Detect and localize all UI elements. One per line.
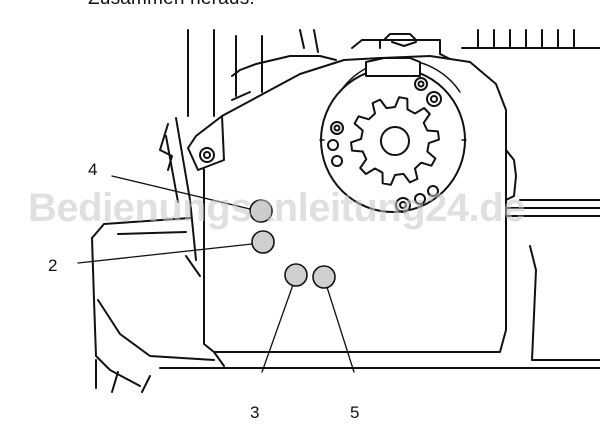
leader-line-3: [261, 281, 295, 373]
upper-guard: [231, 29, 337, 101]
top-housing: [351, 29, 600, 61]
knob-4: [249, 199, 273, 223]
knob-5: [312, 265, 336, 289]
knob-3: [284, 263, 308, 287]
callout-label-3: 3: [250, 403, 260, 422]
leader-line-5: [325, 283, 355, 373]
knob-2: [251, 230, 275, 254]
knobs: [249, 199, 336, 289]
sprocket-assembly: [319, 57, 467, 213]
callout-label-2: 2: [48, 256, 58, 275]
leader-line-2: [77, 243, 253, 264]
callout-label-4: 4: [88, 160, 98, 179]
right-housing: [505, 149, 600, 361]
leader-line-4: [111, 175, 251, 210]
leader-lines: [77, 175, 355, 373]
watermark: Bedienungsanleitung24.de: [28, 186, 525, 230]
mounting-tab: [187, 115, 225, 171]
lower-housing: [91, 217, 600, 393]
header-instruction-text: Zusammen heraus.: [88, 0, 255, 10]
frame-tubes: [159, 29, 263, 261]
callout-label-5: 5: [350, 403, 360, 422]
sprocket-gear: [350, 96, 440, 186]
